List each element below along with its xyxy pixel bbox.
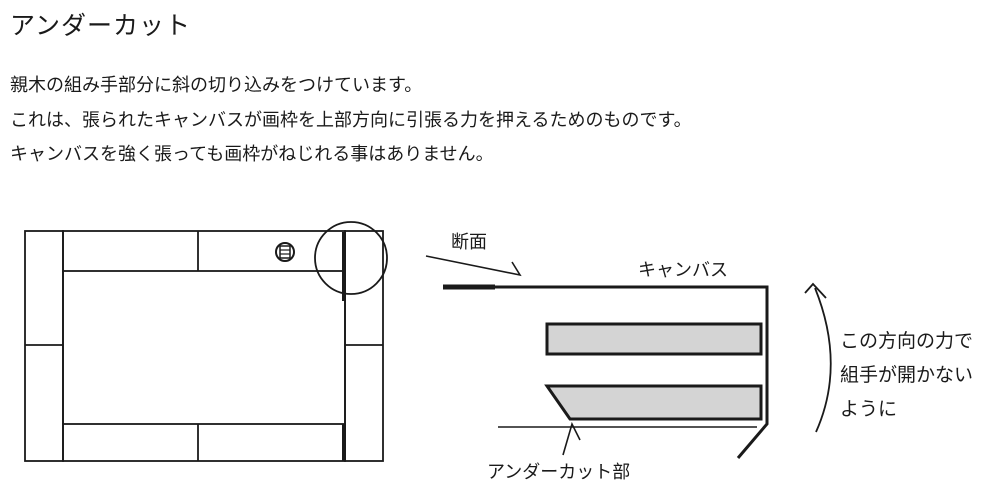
canvas-label: キャンバス	[638, 260, 728, 281]
force-note-line-1: この方向の力で	[840, 330, 974, 352]
canvas-line	[443, 285, 769, 459]
frame-bottom-rail	[62, 423, 346, 462]
description-line-3: キャンバスを強く張っても画枠がねじれる事はありません。	[10, 144, 494, 165]
stamp-icon	[275, 242, 295, 262]
force-note: この方向の力で 組手が開かない ように	[840, 324, 973, 426]
undercut-pointer	[562, 421, 581, 456]
section-pointer	[425, 255, 522, 277]
section-label: 断面	[451, 232, 487, 253]
force-note-line-2: 組手が開かない	[840, 364, 974, 386]
undercut-label: アンダーカット部	[487, 462, 631, 483]
section-bar-lower	[544, 384, 763, 421]
section-bar-upper	[545, 322, 763, 356]
page-title: アンダーカット	[10, 11, 192, 40]
frame-left-stile	[24, 230, 64, 462]
frame-top-rail	[62, 230, 346, 272]
curved-arrow-icon	[804, 282, 832, 433]
zoom-circle	[314, 221, 388, 295]
description-line-1: 親木の組み手部分に斜の切り込みをつけています。	[10, 75, 423, 96]
frame-right-stile	[344, 230, 384, 462]
frame-drawing	[24, 221, 388, 462]
description-line-2: これは、張られたキャンバスが画枠を上部方向に引張る力を押えるためのものです。	[10, 110, 692, 131]
force-note-line-3: ように	[840, 398, 898, 420]
cross-section	[443, 284, 769, 459]
